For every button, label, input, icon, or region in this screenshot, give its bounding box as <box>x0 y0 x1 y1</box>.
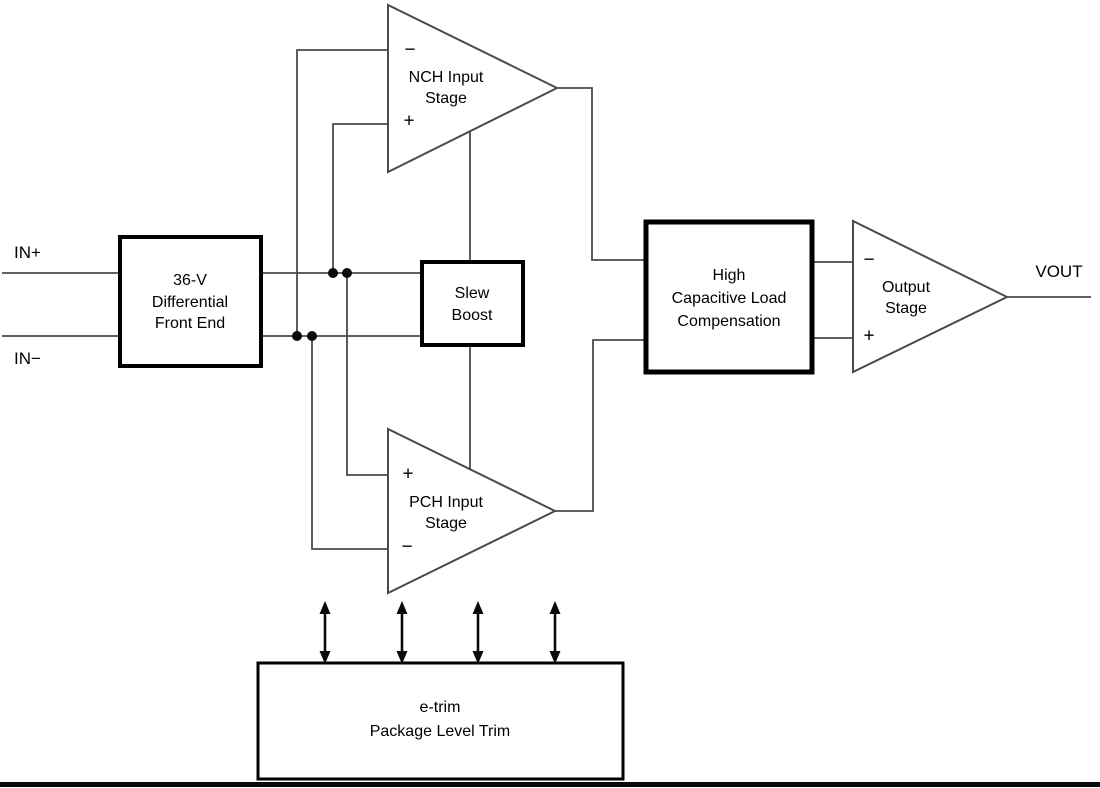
wires <box>2 49 1091 550</box>
front-end-label: 36-V Differential Front End <box>152 272 228 332</box>
arrow-down-icon <box>549 651 561 664</box>
wire-pch-inverting-branch <box>311 336 388 550</box>
arrow-up-icon <box>319 601 331 614</box>
junction-dot <box>328 268 338 278</box>
arrow-down-icon <box>472 651 484 664</box>
pch-input-stage-label: + PCH Input Stage − <box>401 464 483 558</box>
slew-boost-line2: Boost <box>452 307 493 324</box>
etrim-label: e-trim Package Level Trim <box>370 699 511 740</box>
output-line2: Stage <box>885 300 927 317</box>
trim-arrow <box>319 601 331 664</box>
nch-noninverting-sign: + <box>403 111 414 132</box>
front-end-line3: Front End <box>155 315 225 332</box>
nch-input-stage-label: − NCH Input Stage + <box>403 40 483 132</box>
trim-arrow <box>396 601 408 664</box>
vout-label: VOUT <box>1035 262 1082 281</box>
pch-noninverting-sign: + <box>402 464 413 485</box>
pch-input-stage-triangle <box>387 427 558 595</box>
etrim-line1: e-trim <box>420 699 461 716</box>
in-minus-label: IN− <box>14 349 41 368</box>
front-end-line2: Differential <box>152 294 228 311</box>
nch-inverting-sign: − <box>404 40 415 61</box>
arrow-down-icon <box>319 651 331 664</box>
front-end-line1: 36-V <box>173 272 207 289</box>
arrow-up-icon <box>549 601 561 614</box>
comp-line1: High <box>713 267 746 284</box>
output-line1: Output <box>882 279 931 296</box>
slew-boost-label: Slew Boost <box>452 285 493 324</box>
junction-dot <box>292 331 302 341</box>
high-cap-load-comp-label: High Capacitive Load Compensation <box>672 267 787 330</box>
arrow-up-icon <box>396 601 408 614</box>
wire-pch-output <box>554 339 646 512</box>
pch-inverting-sign: − <box>401 537 412 558</box>
arrow-down-icon <box>396 651 408 664</box>
comp-line2: Capacitive Load <box>672 290 787 307</box>
output-inverting-sign: − <box>863 250 874 271</box>
in-plus-label: IN+ <box>14 243 41 262</box>
nch-input-stage-triangle <box>387 3 560 174</box>
nch-line1: NCH Input <box>409 69 484 86</box>
wire-nch-output <box>556 87 646 261</box>
junction-dot <box>307 331 317 341</box>
nch-line2: Stage <box>425 90 467 107</box>
etrim-block <box>256 661 625 781</box>
output-stage-label: − Output Stage + <box>863 250 930 347</box>
pch-line1: PCH Input <box>409 494 483 511</box>
pch-line2: Stage <box>425 515 467 532</box>
wire-pch-noninverting-branch <box>346 273 388 476</box>
arrow-up-icon <box>472 601 484 614</box>
trim-arrow <box>472 601 484 664</box>
trim-arrow <box>549 601 561 664</box>
slew-boost-line1: Slew <box>455 285 490 302</box>
high-cap-load-comp-block <box>643 219 815 375</box>
etrim-line2: Package Level Trim <box>370 723 511 740</box>
junction-dot <box>342 268 352 278</box>
output-noninverting-sign: + <box>863 326 874 347</box>
trim-arrows <box>319 601 561 664</box>
wire-nch-inverting-branch <box>296 49 388 336</box>
junction-dots <box>292 268 352 341</box>
page-bottom-rule <box>0 782 1100 787</box>
slew-boost-block <box>420 260 525 347</box>
wire-nch-noninverting-branch <box>332 123 388 273</box>
front-end-block <box>118 235 263 368</box>
output-stage-triangle <box>852 219 1010 374</box>
comp-line3: Compensation <box>677 313 780 330</box>
